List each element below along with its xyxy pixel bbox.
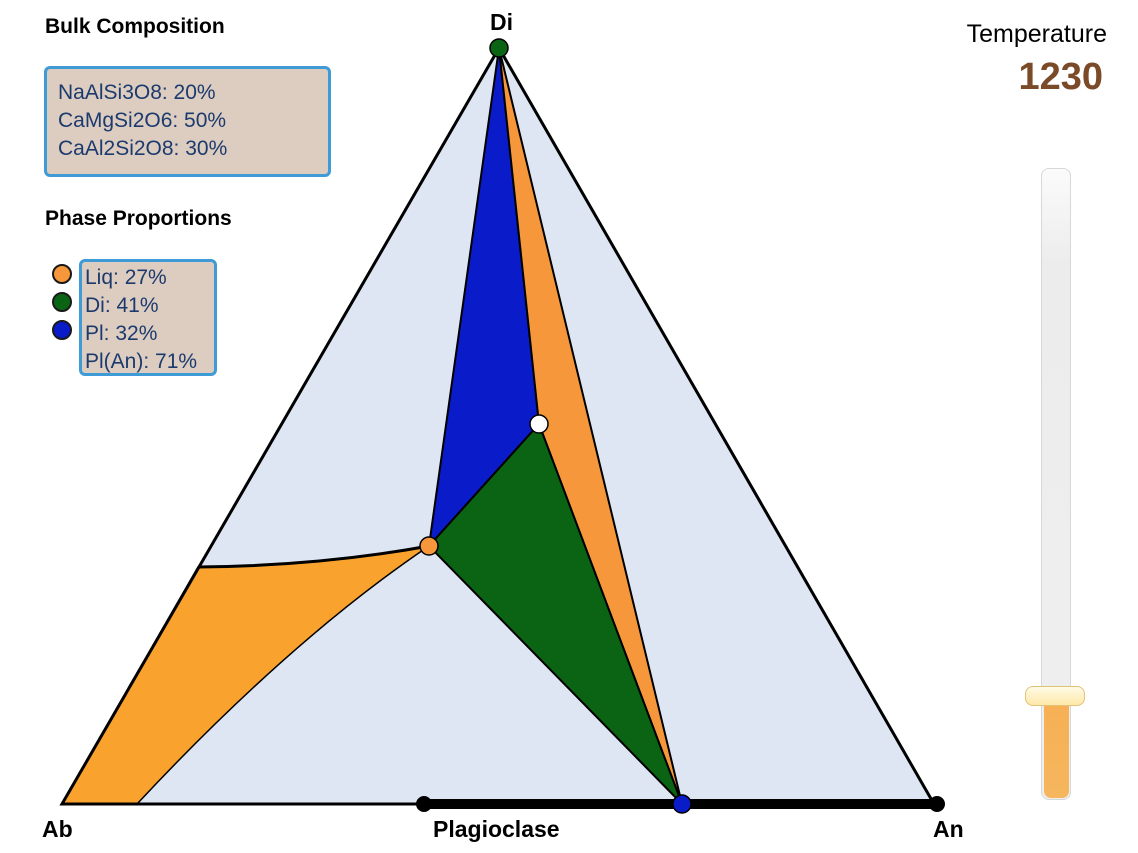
vertex-label-ab: Ab bbox=[42, 816, 73, 842]
phase-fields bbox=[59, 44, 942, 809]
bulk-composition-point bbox=[529, 414, 549, 434]
temperature-slider-handle[interactable] bbox=[1025, 685, 1085, 706]
phase-proportion-liq: Liq: 27% bbox=[85, 266, 167, 289]
phase-markers bbox=[416, 38, 945, 814]
bulk-composition-line: NaAlSi3O8: 20% bbox=[58, 81, 216, 104]
bulk-composition-box: NaAlSi3O8: 20% CaMgSi2O6: 50% CaAl2Si2O8… bbox=[44, 66, 331, 177]
liquid-dot-icon bbox=[52, 264, 72, 284]
plagioclase-bar-end bbox=[416, 796, 432, 812]
bulk-composition-line: CaAl2Si2O8: 30% bbox=[58, 137, 228, 160]
vertex-label-di: Di bbox=[490, 9, 513, 35]
phase-proportion-pl-an: Pl(An): 71% bbox=[85, 350, 198, 373]
plagioclase-edge-label: Plagioclase bbox=[433, 816, 560, 842]
bulk-composition-title: Bulk Composition bbox=[45, 15, 225, 38]
phase-proportion-di: Di: 41% bbox=[85, 294, 159, 317]
bulk-composition-line: CaMgSi2O6: 50% bbox=[58, 109, 227, 132]
plagioclase-bar-end bbox=[929, 796, 945, 812]
temperature-slider-fill bbox=[1044, 705, 1069, 798]
phase-proportion-pl: Pl: 32% bbox=[85, 322, 158, 345]
plagioclase-dot-icon bbox=[52, 320, 72, 340]
diopside-dot-icon bbox=[52, 292, 72, 312]
temperature-value: 1230 bbox=[1018, 56, 1103, 98]
phase-proportions-box: Liq: 27% Di: 41% Pl: 32% Pl(An): 71% bbox=[79, 259, 217, 376]
diopside-point bbox=[489, 38, 509, 58]
vertex-label-an: An bbox=[933, 816, 964, 842]
plagioclase-point bbox=[672, 794, 692, 814]
liquidus-curve bbox=[197, 544, 430, 569]
temperature-label: Temperature bbox=[966, 20, 1107, 48]
di-pl-triangle bbox=[427, 422, 683, 805]
phase-proportions-title: Phase Proportions bbox=[45, 207, 232, 230]
liquid-point bbox=[419, 536, 439, 556]
